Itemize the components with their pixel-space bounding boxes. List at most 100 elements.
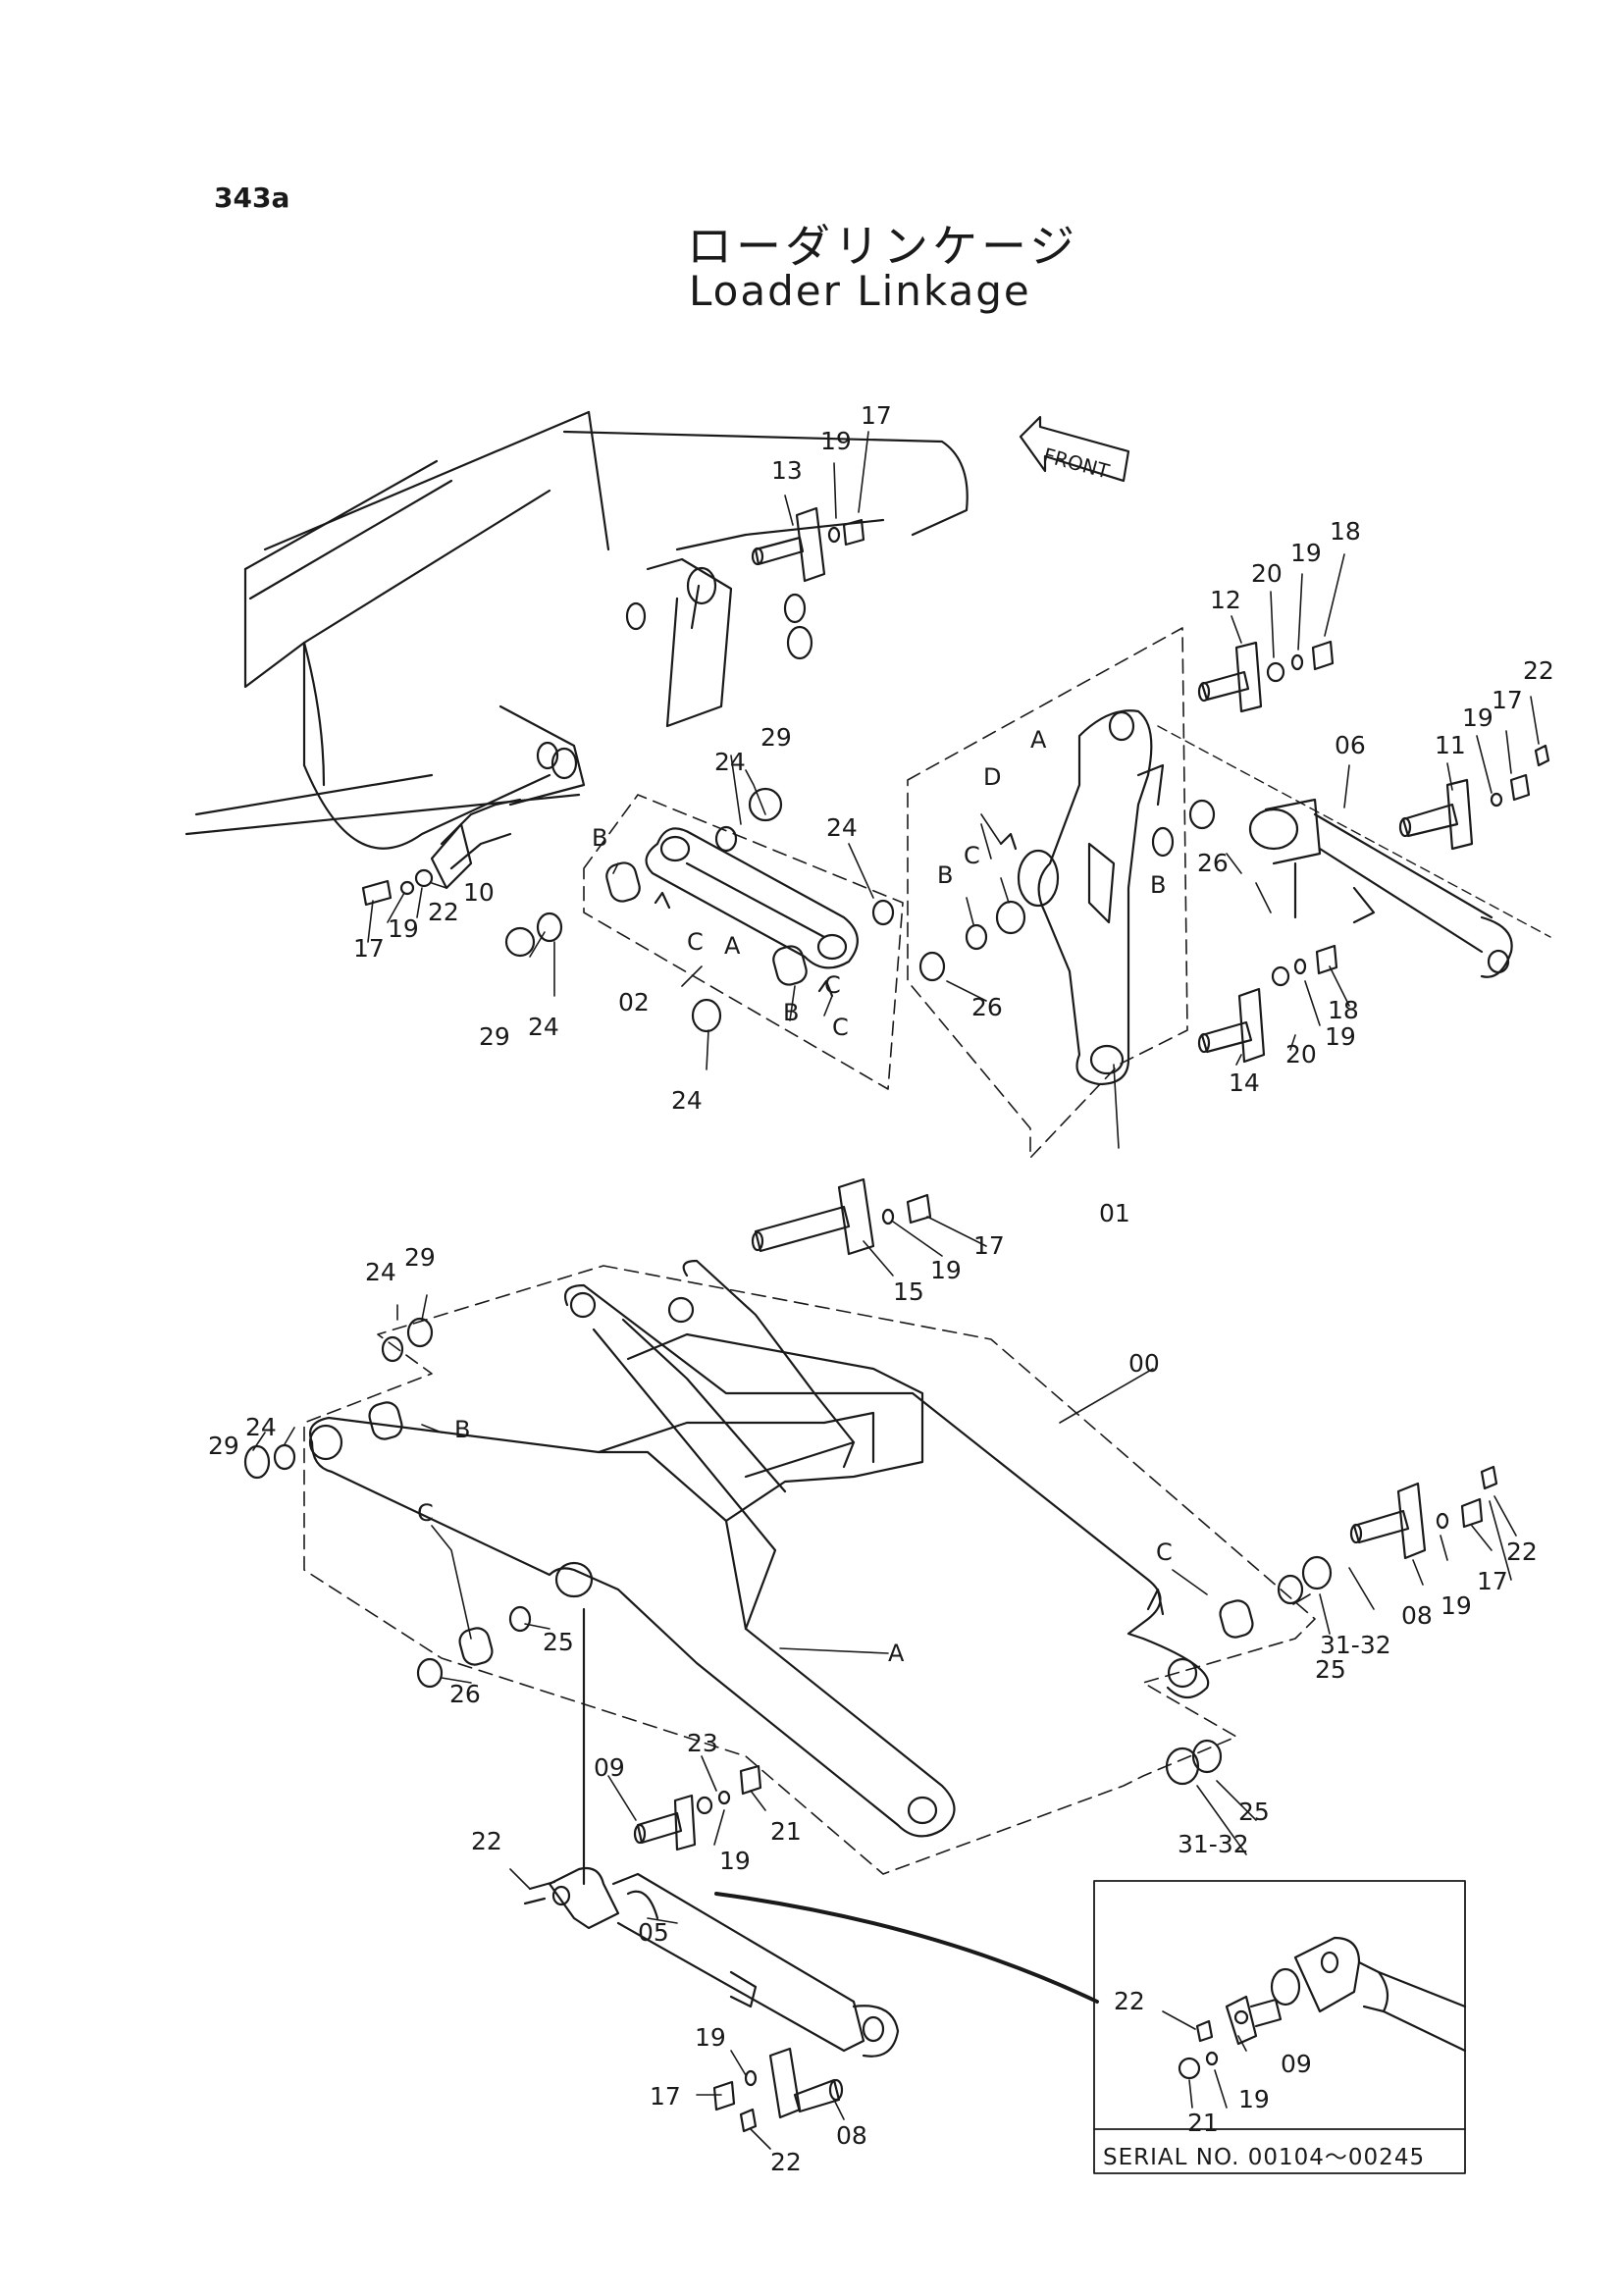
callout-24: 24 — [714, 748, 746, 776]
bell-crank-bushings — [918, 799, 1216, 982]
page-title-english: Loader Linkage — [689, 267, 1031, 315]
serial-inset-box — [1093, 1880, 1466, 2174]
callout-19: 19 — [1290, 539, 1322, 567]
callout-19: 19 — [1325, 1022, 1356, 1051]
letter-b: B — [783, 999, 799, 1026]
letter-d: D — [983, 763, 1001, 791]
link-box — [583, 794, 904, 1090]
callout-19: 19 — [1462, 704, 1493, 732]
callout-01: 01 — [1099, 1199, 1130, 1227]
serial-number-label: SERIAL NO. 00104～00245 — [1103, 2145, 1426, 2170]
callout-10: 10 — [463, 878, 495, 907]
callout-21: 21 — [1187, 2109, 1219, 2137]
callout-29: 29 — [208, 1432, 239, 1460]
letter-c: C — [417, 1499, 434, 1527]
callout-20: 20 — [1251, 559, 1283, 588]
letter-b: B — [1150, 871, 1166, 899]
letter-c: C — [832, 1014, 849, 1041]
front-label: FRONT — [1041, 443, 1113, 484]
boom-box — [303, 1265, 1316, 1875]
letter-c: C — [1156, 1538, 1173, 1566]
callout-22: 22 — [428, 898, 459, 926]
pin-08-bottom — [712, 2047, 844, 2133]
pin-14 — [1197, 944, 1338, 1064]
callout-14: 14 — [1229, 1069, 1260, 1097]
letter-c: C — [687, 928, 704, 956]
callout-17: 17 — [650, 2082, 681, 2111]
letter-b: B — [454, 1416, 470, 1443]
callout-26: 26 — [1197, 849, 1229, 877]
page-title-japanese: ローダリンケージ — [687, 220, 1079, 273]
letter-a: A — [888, 1640, 905, 1667]
letter-c: C — [964, 842, 980, 869]
callout-09: 09 — [1281, 2050, 1312, 2078]
boom-00 — [308, 1259, 1210, 1838]
callout-19: 19 — [1238, 2085, 1270, 2113]
callout-31-32: 31-32 — [1320, 1631, 1391, 1659]
callout-29: 29 — [404, 1243, 436, 1272]
bell-crank-box — [907, 627, 1188, 1159]
callout-22: 22 — [1523, 656, 1554, 685]
callout-24: 24 — [671, 1086, 703, 1115]
callout-26: 26 — [971, 993, 1003, 1021]
cylinder-06 — [1157, 725, 1551, 978]
reference-letters: A D B B C B C A B C B C C A C — [417, 726, 1173, 1667]
callout-08: 08 — [836, 2121, 867, 2150]
callout-31-32: 31-32 — [1178, 1830, 1249, 1858]
callout-19: 19 — [820, 427, 852, 455]
callout-24: 24 — [528, 1013, 559, 1041]
callout-18: 18 — [1328, 996, 1359, 1024]
callout-21: 21 — [770, 1817, 802, 1846]
callout-02: 02 — [618, 988, 650, 1017]
inset-pointer-line — [714, 1892, 1099, 2004]
callout-24: 24 — [245, 1413, 277, 1441]
letter-b: B — [592, 824, 607, 852]
page-id: 343a — [214, 182, 290, 214]
pin-11 — [1398, 744, 1550, 851]
callout-17: 17 — [1477, 1567, 1508, 1595]
callout-19: 19 — [1441, 1591, 1472, 1620]
leader-lines — [252, 431, 1540, 2150]
callout-25: 25 — [1238, 1798, 1270, 1826]
callout-13: 13 — [771, 456, 803, 485]
callout-26: 26 — [449, 1680, 481, 1708]
bell-crank-01 — [1017, 709, 1165, 1086]
pin-10 — [361, 798, 522, 907]
callout-24: 24 — [365, 1258, 396, 1286]
pin-15 — [751, 1177, 932, 1256]
callout-20: 20 — [1285, 1040, 1317, 1069]
pin-13 — [690, 506, 865, 630]
inset-detail — [1178, 1936, 1467, 2080]
callout-17: 17 — [973, 1231, 1005, 1260]
front-arrow-icon — [1019, 415, 1130, 483]
callout-06: 06 — [1335, 731, 1366, 759]
callout-11: 11 — [1435, 731, 1466, 759]
letter-b: B — [937, 861, 953, 889]
callout-19: 19 — [930, 1256, 962, 1284]
callout-18: 18 — [1330, 517, 1361, 546]
callout-25: 25 — [543, 1628, 574, 1656]
letter-a: A — [1030, 726, 1047, 754]
callout-22: 22 — [1114, 1987, 1145, 2015]
callout-17: 17 — [353, 934, 385, 963]
pin-08-right — [1349, 1465, 1498, 1560]
callout-05: 05 — [638, 1918, 669, 1947]
callout-00: 00 — [1128, 1349, 1160, 1378]
callout-19: 19 — [388, 914, 419, 943]
callout-22: 22 — [471, 1827, 502, 1855]
callout-19: 19 — [695, 2023, 726, 2052]
callout-22: 22 — [770, 2148, 802, 2176]
pin-09 — [633, 1764, 762, 1851]
callout-12: 12 — [1210, 586, 1241, 614]
machine-body — [184, 410, 969, 850]
callout-09: 09 — [594, 1753, 625, 1782]
callout-24: 24 — [826, 813, 858, 842]
callout-17: 17 — [1492, 686, 1523, 714]
callout-15: 15 — [893, 1277, 924, 1306]
callout-22: 22 — [1506, 1538, 1538, 1566]
boom-bushings — [243, 1317, 1333, 1786]
callout-17: 17 — [861, 401, 892, 430]
letter-a: A — [724, 932, 741, 960]
callout-08: 08 — [1401, 1601, 1433, 1630]
